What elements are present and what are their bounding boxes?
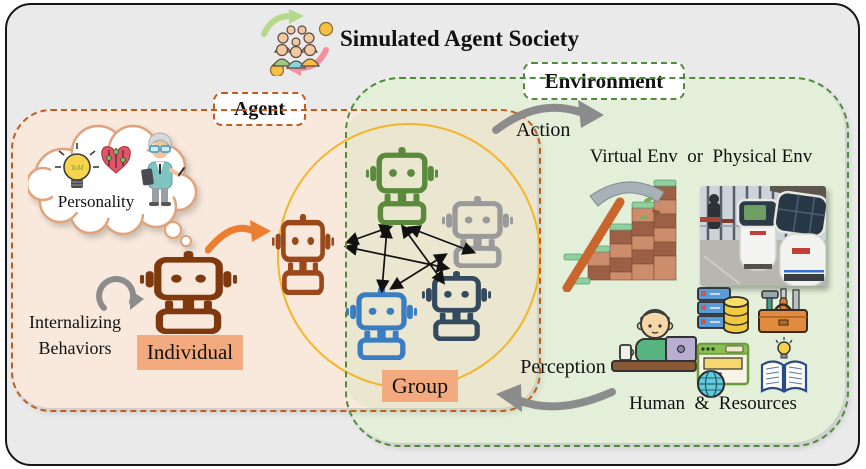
agent-region-border <box>11 109 541 412</box>
heart-sliders-icon <box>101 146 131 174</box>
svg-text:ToM: ToM <box>71 164 85 172</box>
server-database-icon <box>697 287 749 334</box>
group-label: Group <box>382 370 458 402</box>
lightbulb-tom-icon: ToM <box>55 143 99 188</box>
perception-caption: Perception <box>520 356 606 378</box>
human-at-desk-icon <box>611 309 697 372</box>
toolbox-icon <box>758 288 808 333</box>
orange-curved-arrow-icon <box>205 220 271 254</box>
personality-caption: Personality <box>57 192 135 211</box>
human-resources-caption: Human & Resources <box>629 393 797 414</box>
action-caption: Action <box>516 119 571 141</box>
figure-title: Simulated Agent Society <box>340 26 579 51</box>
internalizing-behaviors-caption: Internalizing Behaviors <box>29 312 121 359</box>
individual-label: Individual <box>137 335 243 370</box>
people-cycle-icon <box>261 9 334 76</box>
pickaxe-blocks-icon <box>562 179 677 292</box>
action-curved-arrow-icon <box>492 100 604 134</box>
thought-bubble: ToM <box>28 124 198 247</box>
environment-label: Environment <box>523 62 685 100</box>
service-robots-photo <box>700 186 826 286</box>
perception-curved-arrow-icon <box>496 384 616 412</box>
researcher-icon <box>141 132 185 206</box>
book-idea-icon <box>760 337 808 393</box>
group-interaction-arrows <box>343 224 477 294</box>
environment-region-border <box>345 77 849 447</box>
env-options-caption: Virtual Env or Physical Env <box>589 146 813 167</box>
web-browser-globe-icon <box>696 342 750 398</box>
internalizing-refresh-icon <box>96 276 144 311</box>
